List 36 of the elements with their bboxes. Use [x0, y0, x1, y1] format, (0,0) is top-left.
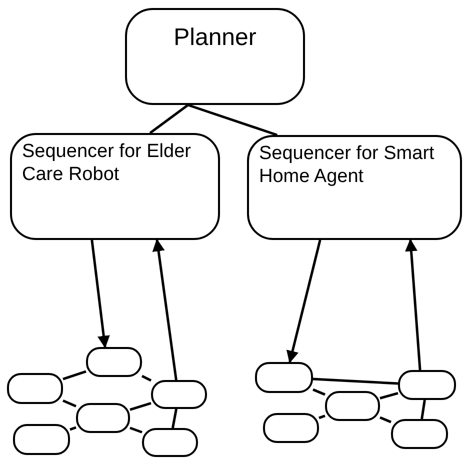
arrow	[286, 240, 322, 364]
connector-line	[62, 400, 76, 408]
small-rounded-box	[325, 391, 380, 421]
connector-line	[149, 104, 189, 134]
connector-line	[141, 374, 152, 382]
connector-line	[380, 392, 398, 400]
box-label: Sequencer for Smart Home Agent	[259, 143, 436, 189]
rounded-box	[247, 135, 462, 240]
small-rounded-box	[398, 370, 456, 400]
small-rounded-box	[151, 380, 207, 409]
arrow	[90, 240, 110, 348]
connector-line	[420, 400, 426, 420]
arrow	[152, 238, 178, 380]
box-label: Planner	[172, 24, 258, 53]
connector-line	[70, 426, 76, 431]
connector-line	[380, 416, 392, 424]
rounded-box	[125, 8, 305, 105]
connector-line	[130, 402, 152, 411]
connector-line	[172, 408, 178, 428]
small-rounded-box	[76, 403, 130, 433]
small-rounded-box	[13, 424, 70, 455]
small-rounded-box	[7, 373, 63, 404]
small-rounded-box	[255, 362, 313, 393]
connector-line	[312, 388, 326, 396]
connector-line	[312, 378, 398, 385]
connector-line	[62, 370, 86, 380]
small-rounded-box	[391, 419, 448, 449]
arrow	[405, 238, 422, 370]
box-label: Sequencer for Elder Care Robot	[22, 141, 192, 187]
connector-line	[318, 414, 326, 420]
connector-line	[188, 104, 278, 136]
rounded-box	[10, 133, 220, 240]
small-rounded-box	[263, 413, 319, 443]
small-rounded-box	[86, 347, 142, 377]
small-rounded-box	[142, 428, 198, 457]
connector-line	[130, 426, 142, 434]
